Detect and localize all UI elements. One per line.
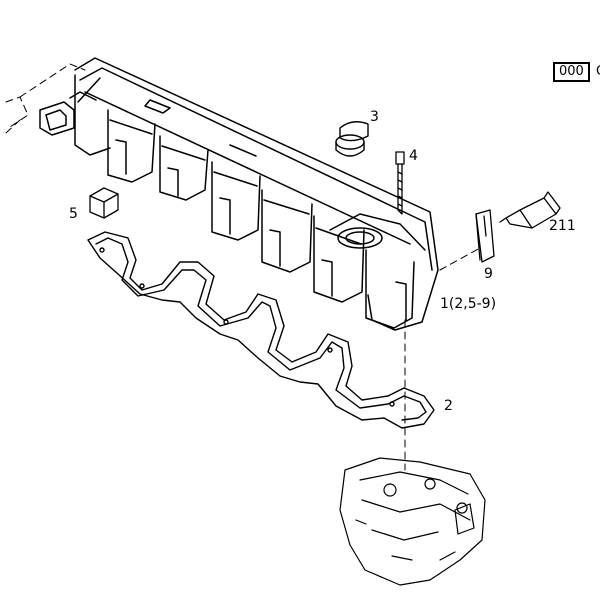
callout-211: 211 xyxy=(549,218,576,234)
reference-box: 000 xyxy=(553,62,590,82)
bracket-piece xyxy=(475,209,495,263)
grommet xyxy=(89,187,119,219)
dashed-center-lines xyxy=(5,63,481,471)
callout-4: 4 xyxy=(409,148,418,164)
callout-2: 2 xyxy=(444,398,453,414)
reference-tail: C xyxy=(596,64,600,80)
valve-cover xyxy=(39,57,439,331)
cover-bolt xyxy=(395,151,405,215)
sealant-tube xyxy=(499,191,561,229)
callout-3: 3 xyxy=(370,109,379,125)
callout-9: 9 xyxy=(484,266,493,282)
cover-gasket xyxy=(87,231,435,429)
cylinder-head-fragment xyxy=(339,457,486,586)
oil-filler-cap xyxy=(335,121,369,157)
callout-1: 1(2,5-9) xyxy=(440,296,497,312)
callout-5: 5 xyxy=(69,206,78,222)
